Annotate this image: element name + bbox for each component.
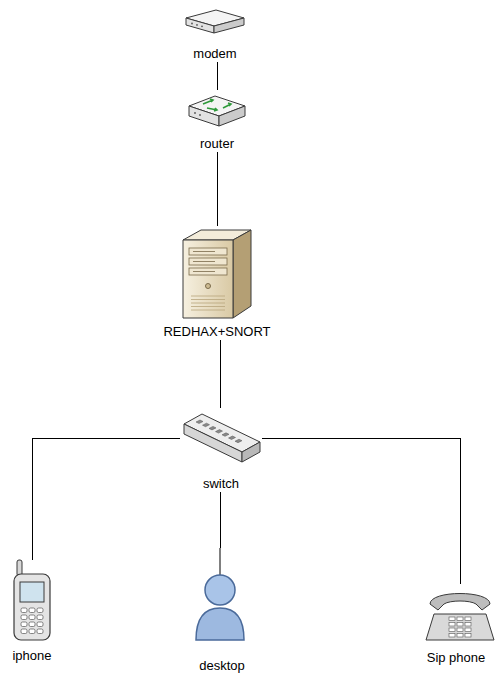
node-label: modem bbox=[193, 46, 236, 62]
network-link bbox=[262, 438, 460, 584]
person-node: desktop bbox=[190, 548, 254, 674]
deskphone-node: Sip phone bbox=[416, 584, 496, 666]
node-label: iphone bbox=[12, 648, 51, 664]
node-label: desktop bbox=[199, 658, 245, 674]
modem-icon bbox=[180, 8, 250, 34]
network-link bbox=[220, 492, 221, 548]
modem-node: modem bbox=[180, 8, 250, 62]
router-icon bbox=[185, 90, 249, 130]
deskphone-icon bbox=[416, 584, 496, 644]
network-link bbox=[217, 152, 218, 226]
node-label: REDHAX+SNORT bbox=[163, 324, 270, 340]
mobile-icon bbox=[4, 560, 60, 642]
server-icon bbox=[155, 226, 279, 318]
router-node: router bbox=[185, 90, 249, 152]
switch-node: switch bbox=[180, 408, 262, 492]
network-link bbox=[217, 62, 218, 90]
node-label: switch bbox=[203, 476, 239, 492]
server-node: REDHAX+SNORT bbox=[155, 226, 279, 340]
network-link bbox=[32, 438, 180, 560]
person-icon bbox=[190, 548, 254, 644]
node-label: router bbox=[200, 136, 234, 152]
mobile-node: iphone bbox=[4, 560, 60, 664]
node-label: Sip phone bbox=[427, 650, 486, 666]
network-link bbox=[220, 340, 221, 408]
switch-icon bbox=[180, 408, 262, 468]
